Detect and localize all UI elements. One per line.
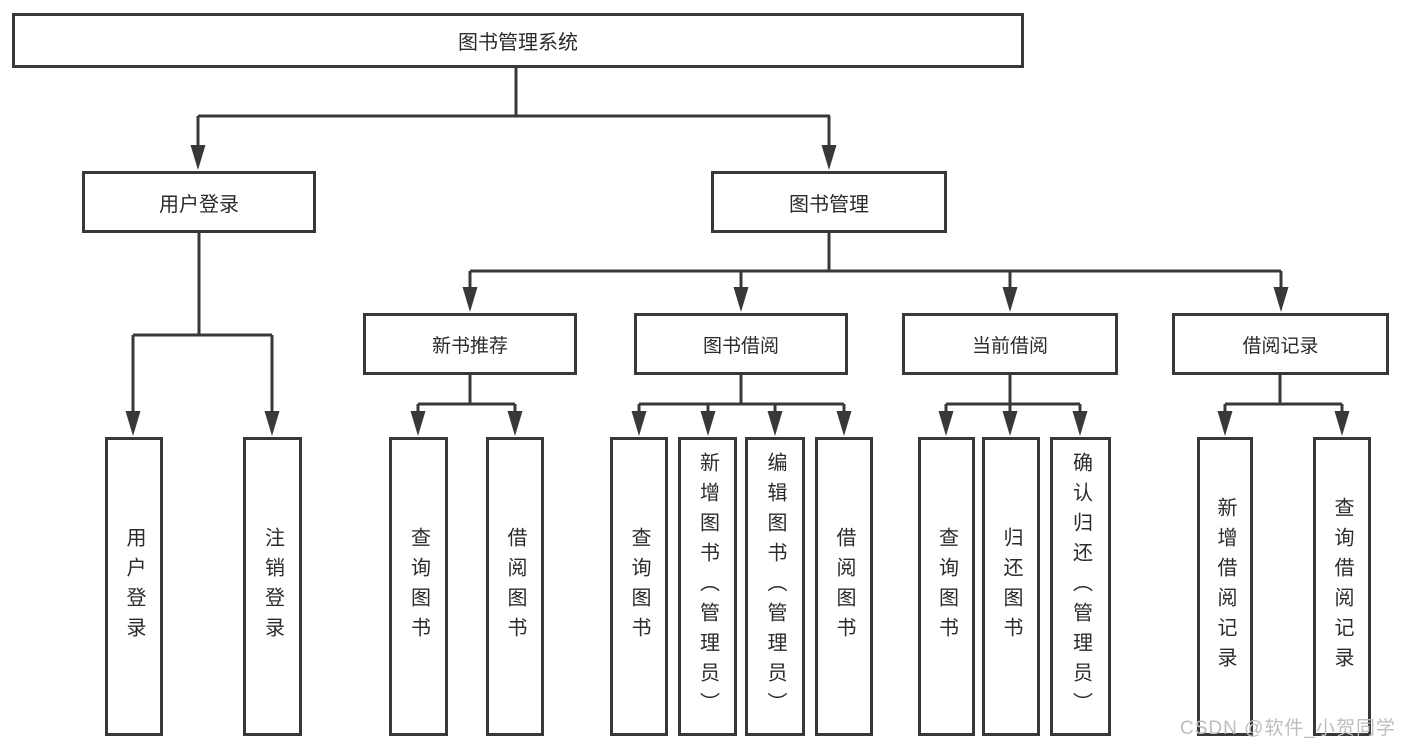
watermark: CSDN @软件_小贺同学 (1180, 718, 1396, 739)
node-book-mgmt: 图书管理 (711, 171, 947, 233)
leaf-borrow-query-label: 查询图书 (628, 526, 650, 647)
node-borrow-records: 借阅记录 (1172, 313, 1389, 375)
node-current-borrow: 当前借阅 (902, 313, 1118, 375)
connector-book-borrow (637, 375, 846, 414)
connector-borrow-records (1223, 375, 1344, 414)
connector-root (196, 68, 831, 148)
arrow-head-icon (1273, 287, 1289, 312)
arrow-head-icon (410, 411, 426, 436)
connector-book-mgmt (468, 233, 1283, 290)
leaf-current-query: 查询图书 (918, 437, 975, 736)
leaf-newbook-borrow: 借阅图书 (486, 437, 544, 736)
node-current-borrow-label: 当前借阅 (971, 335, 1048, 357)
leaf-records-add-label: 新增借阅记录 (1214, 496, 1236, 677)
arrow-head-icon (631, 411, 647, 436)
leaf-borrow-borrow-label: 借阅图书 (833, 526, 855, 647)
node-user-login: 用户登录 (82, 171, 316, 233)
arrow-head-icon (462, 287, 478, 312)
arrow-head-icon (1217, 411, 1233, 436)
arrow-head-icon (264, 411, 280, 436)
node-borrow-records-label: 借阅记录 (1242, 335, 1319, 357)
arrow-head-icon (1072, 411, 1088, 436)
leaf-borrow-query: 查询图书 (610, 437, 668, 736)
arrow-head-icon (1002, 287, 1018, 312)
arrow-head-icon (125, 411, 141, 436)
node-book-borrow-label: 图书借阅 (702, 335, 779, 357)
connector-new-book (416, 375, 517, 414)
leaf-records-query-label: 查询借阅记录 (1331, 496, 1353, 677)
arrow-head-icon (836, 411, 852, 436)
connector-current-borrow (944, 375, 1082, 414)
leaf-newbook-query-label: 查询图书 (407, 526, 430, 647)
arrow-head-icon (507, 411, 523, 436)
node-new-book-rec-label: 新书推荐 (431, 335, 508, 357)
leaf-borrow-add: 新增图书（管理员） (678, 437, 737, 736)
leaf-newbook-borrow-label: 借阅图书 (504, 526, 526, 647)
connector-lines (131, 68, 1344, 414)
arrow-head-icon (767, 411, 783, 436)
arrow-head-icon (733, 287, 749, 312)
connector-user-login (131, 233, 274, 414)
leaf-borrow-edit: 编辑图书（管理员） (745, 437, 805, 736)
leaf-logout: 注销登录 (243, 437, 302, 736)
leaf-logout-label: 注销登录 (261, 526, 284, 647)
leaf-current-return: 归还图书 (982, 437, 1040, 736)
leaf-current-return-label: 归还图书 (1000, 526, 1022, 647)
node-new-book-rec: 新书推荐 (363, 313, 577, 375)
leaf-user-login: 用户登录 (105, 437, 163, 736)
leaf-current-confirm: 确认归还（管理员） (1050, 437, 1111, 736)
arrow-head-icon (821, 145, 837, 170)
leaf-borrow-edit-label: 编辑图书（管理员） (764, 451, 786, 722)
node-root-label: 图书管理系统 (458, 32, 578, 54)
leaf-records-add: 新增借阅记录 (1197, 437, 1253, 736)
node-user-login-label: 用户登录 (159, 193, 239, 216)
node-root: 图书管理系统 (12, 13, 1024, 68)
node-book-borrow: 图书借阅 (634, 313, 848, 375)
arrow-head-icon (1002, 411, 1018, 436)
arrow-head-icon (938, 411, 954, 436)
leaf-user-login-label: 用户登录 (123, 526, 145, 647)
arrow-head-icon (1334, 411, 1350, 436)
leaf-newbook-query: 查询图书 (389, 437, 448, 736)
arrow-head-icon (700, 411, 716, 436)
leaf-records-query: 查询借阅记录 (1313, 437, 1371, 736)
node-book-mgmt-label: 图书管理 (789, 193, 869, 216)
arrow-head-icon (190, 145, 206, 170)
leaf-current-confirm-label: 确认归还（管理员） (1069, 451, 1092, 722)
arrow-heads (125, 145, 1350, 436)
leaf-borrow-borrow: 借阅图书 (815, 437, 873, 736)
leaf-current-query-label: 查询图书 (935, 526, 958, 647)
leaf-borrow-add-label: 新增图书（管理员） (696, 451, 719, 722)
